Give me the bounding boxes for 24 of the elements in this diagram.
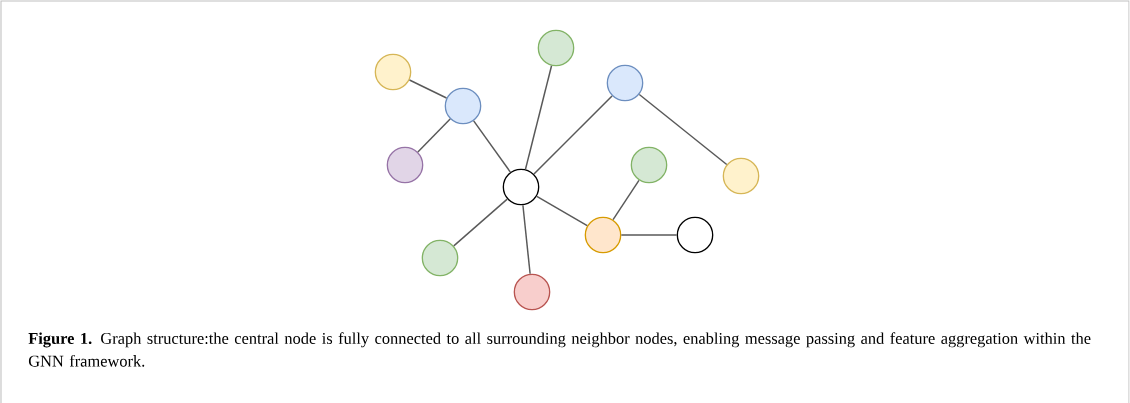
graph-node	[584, 216, 622, 254]
edge-line	[522, 204, 531, 275]
edge-line	[612, 179, 640, 221]
graph-node	[537, 29, 575, 67]
graph-node	[374, 53, 412, 91]
edge-line	[620, 234, 678, 236]
graph-node	[502, 168, 540, 206]
graph-node	[606, 64, 644, 102]
edge-line	[533, 95, 613, 175]
edge-line	[472, 120, 512, 173]
graph-node	[513, 273, 551, 311]
edge-line	[453, 198, 508, 247]
graph-node	[722, 157, 760, 195]
edge-line	[408, 79, 448, 99]
edge-line	[536, 195, 588, 227]
edge-line	[638, 93, 728, 166]
graph-node	[676, 216, 714, 254]
graph-node	[386, 146, 424, 184]
edge-line	[417, 118, 451, 153]
graph-node	[630, 146, 668, 184]
edge-line	[524, 65, 553, 170]
caption: Figure 1. Graph structure:the central node is fully connected to all surrounding neighbor nodes, enabling message passing and feature aggregation within the GNN framework.	[28, 332, 1091, 367]
graph-node	[444, 87, 482, 125]
graph-node	[421, 239, 459, 277]
